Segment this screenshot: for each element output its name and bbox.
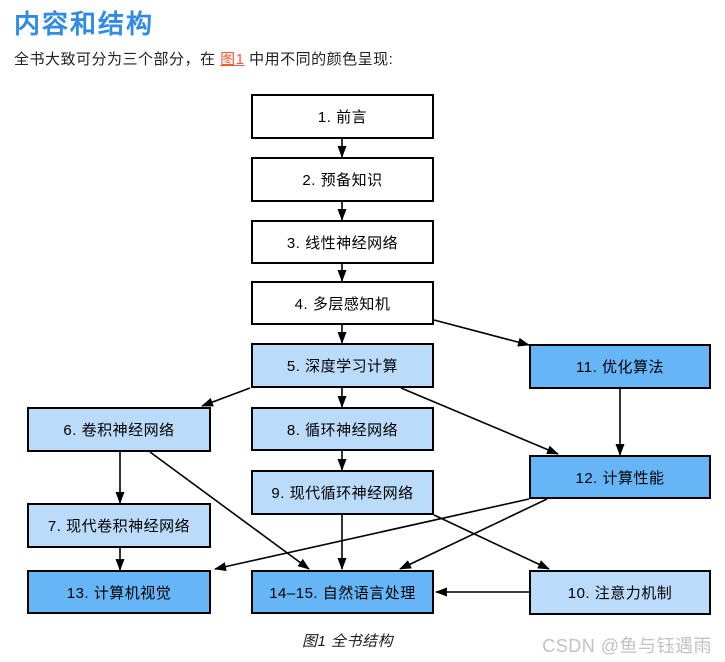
flow-node-5: 5. 深度学习计算 (251, 343, 434, 388)
csdn-watermark: CSDN @鱼与钰遇雨 (542, 636, 712, 656)
intro-text-suffix: 中用不同的颜色呈现: (244, 51, 394, 68)
intro-paragraph: 全书大致可分为三个部分，在 图1 中用不同的颜色呈现: (14, 48, 393, 69)
flow-node-7: 7. 现代卷积神经网络 (27, 503, 211, 548)
flow-edge-5-to-6 (201, 387, 251, 407)
flow-node-12: 12. 计算性能 (529, 455, 711, 499)
flow-node-8: 8. 循环神经网络 (251, 407, 434, 451)
flow-node-13: 13. 计算机视觉 (27, 570, 211, 614)
flow-node-3: 3. 线性神经网络 (251, 220, 434, 264)
flow-node-11: 11. 优化算法 (529, 344, 711, 389)
flow-node-9: 9. 现代循环神经网络 (251, 470, 434, 515)
flow-node-2: 2. 预备知识 (251, 157, 434, 202)
intro-text-prefix: 全书大致可分为三个部分，在 (14, 51, 221, 68)
flow-edge-9-to-10 (433, 514, 550, 570)
figure-caption: 图1 全书结构 (302, 633, 394, 650)
figure1-link[interactable]: 图1 (220, 51, 245, 68)
flow-edge-4-to-11 (433, 319, 530, 347)
flow-node-10: 10. 注意力机制 (529, 570, 711, 615)
flow-node-4: 4. 多层感知机 (251, 281, 434, 325)
flow-edge-5-to-12 (400, 387, 559, 455)
flow-edge-12-to-13 (214, 498, 530, 571)
flow-edge-6-to-14-15 (149, 451, 310, 570)
flow-node-6: 6. 卷积神经网络 (27, 407, 211, 452)
flow-node-1: 1. 前言 (251, 94, 434, 139)
flow-node-14-15: 14–15. 自然语言处理 (251, 570, 434, 614)
page-title: 内容和结构 (14, 9, 155, 39)
flow-edge-12-to-14-15 (399, 498, 548, 570)
